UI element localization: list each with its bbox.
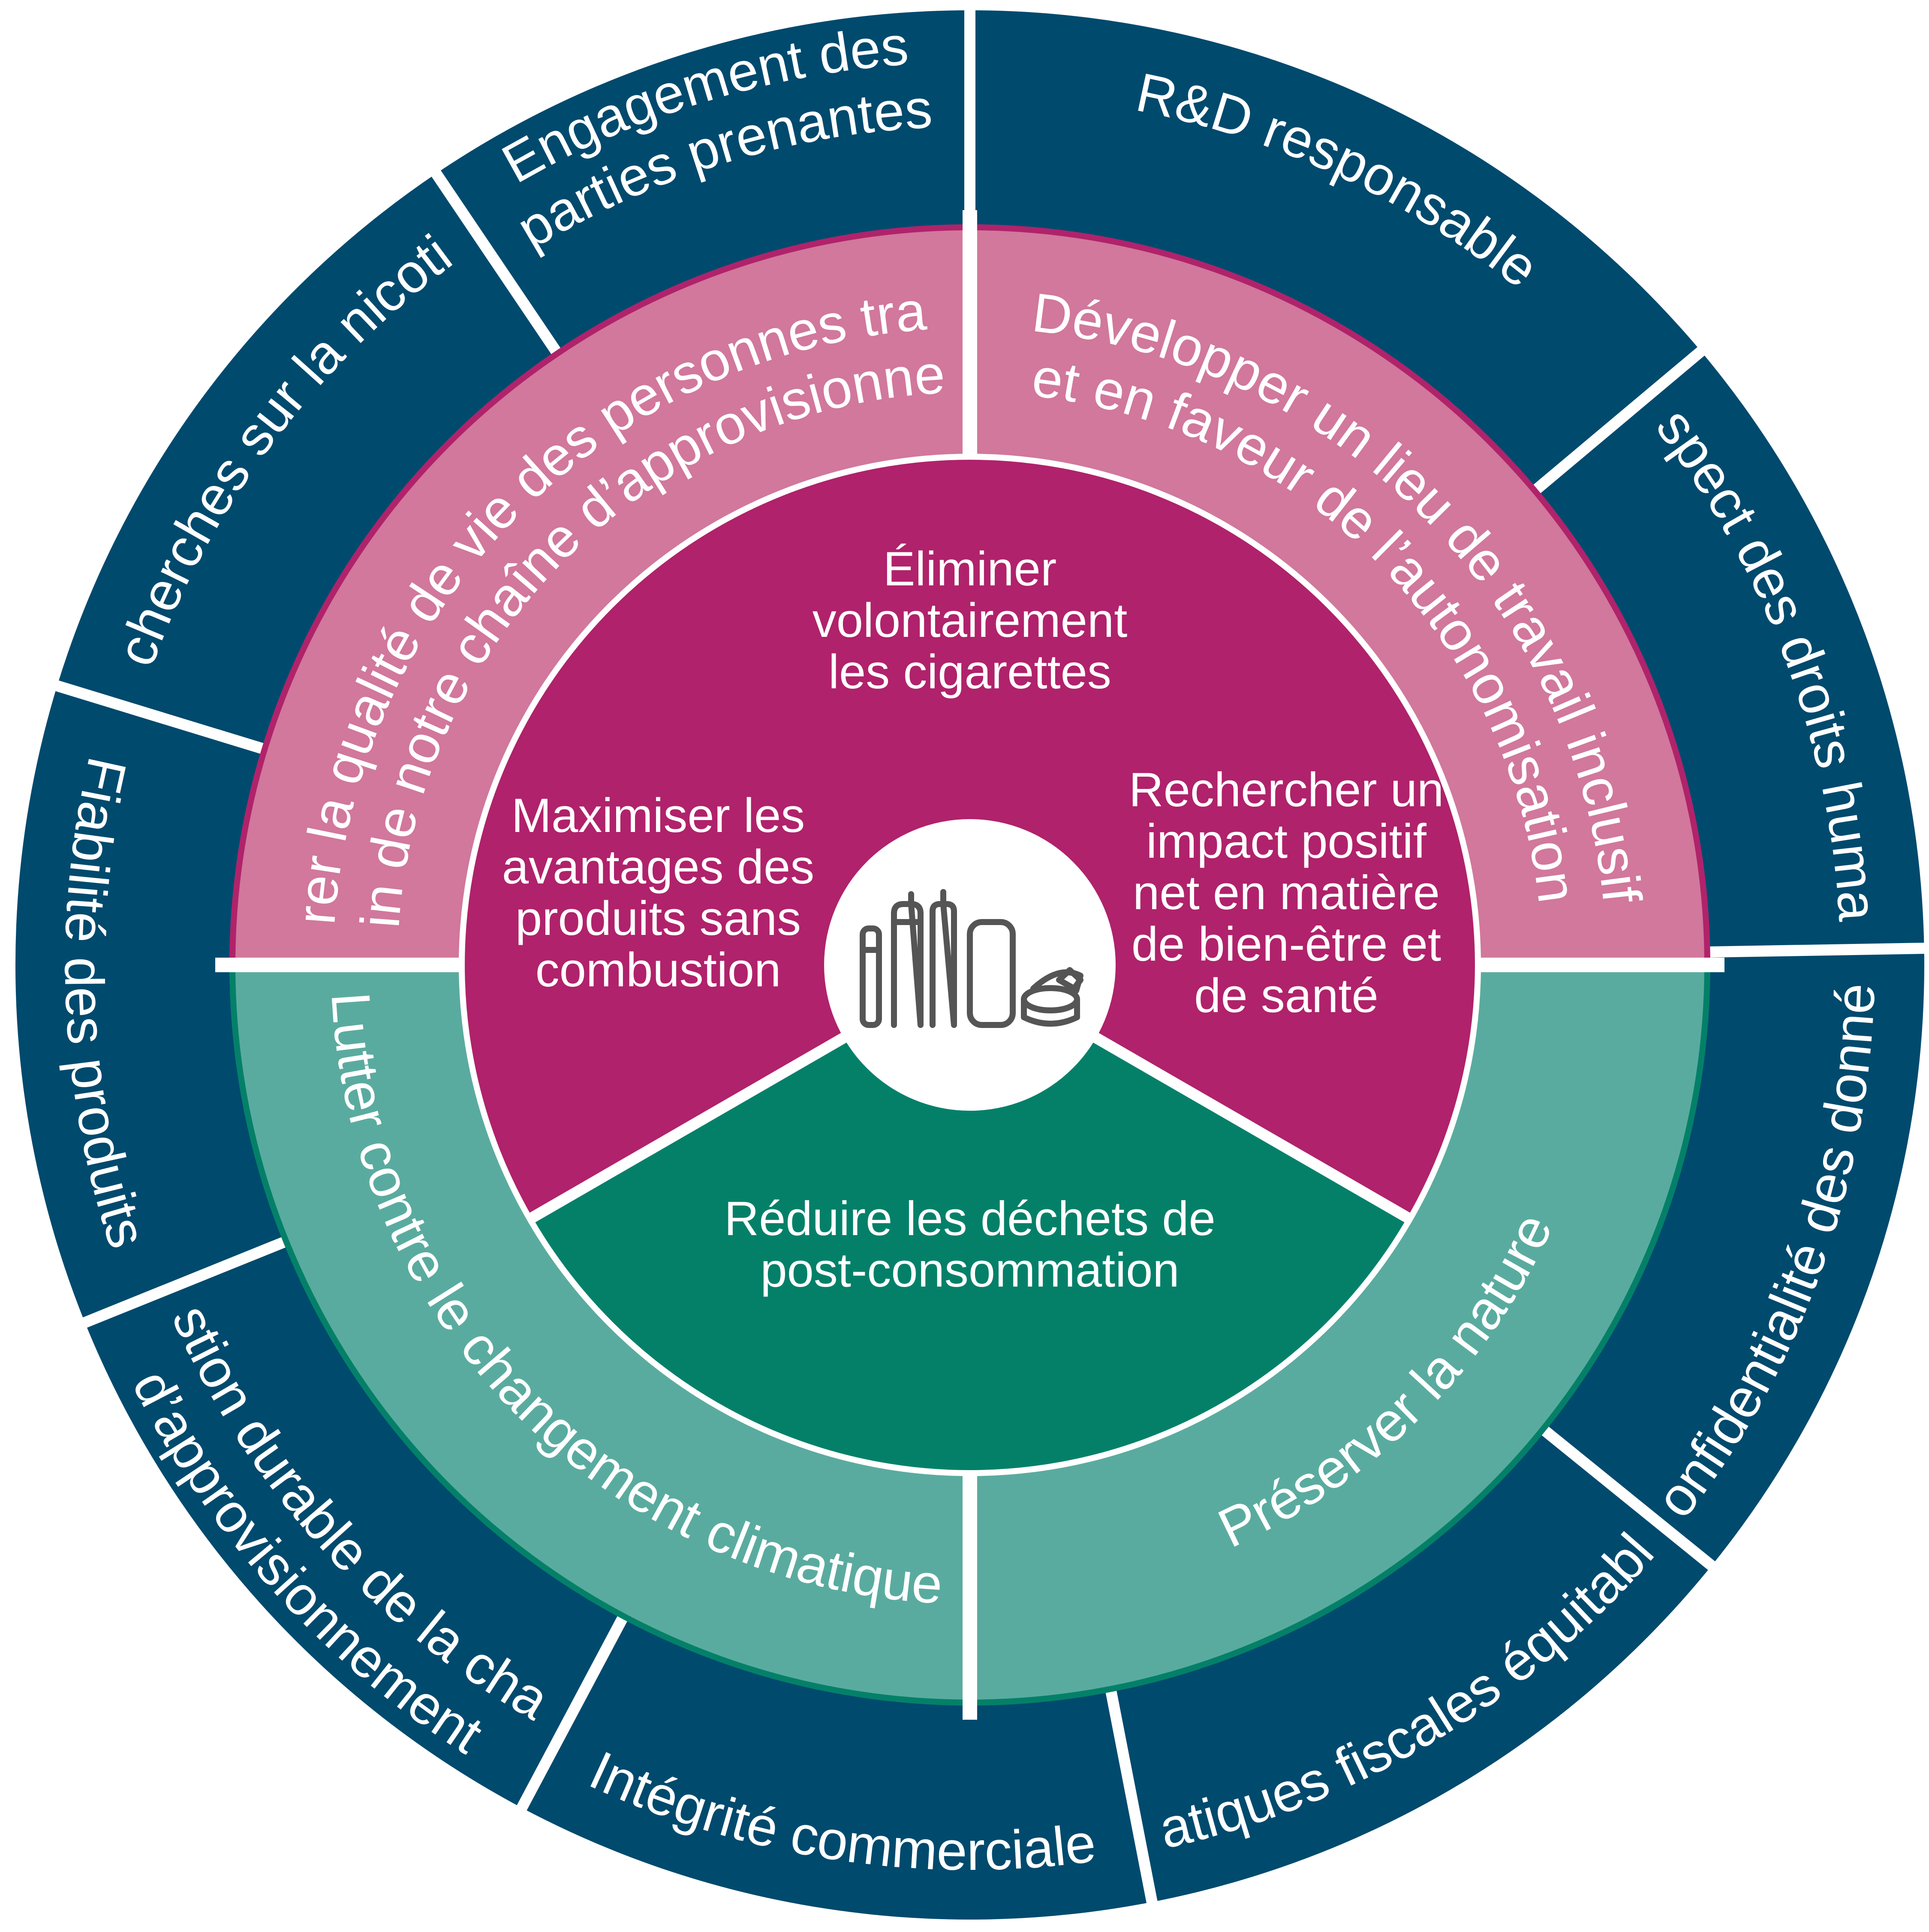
smoke-free-products-icon — [860, 889, 1083, 1028]
inner-label-line: combustion — [536, 943, 781, 997]
outer-separator — [1526, 1414, 1717, 1572]
outer-separator — [516, 1598, 637, 1812]
outer-segment-shape — [436, 10, 970, 389]
inner-label-line: Réduire les déchets de — [724, 1192, 1216, 1245]
inner-label-line: Maximiser les — [512, 789, 805, 842]
outer-separator — [430, 169, 572, 371]
pod-device-icon — [891, 891, 924, 1028]
stick-icon — [860, 925, 882, 1028]
inner-label-line: de santé — [1194, 969, 1378, 1022]
outer-separator — [1518, 345, 1706, 506]
heated-device-icon — [967, 919, 1016, 1028]
vape-pen-icon — [930, 889, 957, 1028]
inner-label-line: Éliminer — [883, 542, 1057, 596]
inner-label-line: produits sans — [515, 892, 801, 945]
inner-label-line: volontairement — [813, 594, 1128, 647]
inner-label-line: post-consommation — [760, 1243, 1179, 1297]
center-hub — [824, 819, 1116, 1111]
inner-label-line: Rechercher un — [1129, 763, 1444, 817]
outer-separator — [1690, 943, 1926, 958]
inner-ring-border — [459, 454, 1481, 1476]
inner-label-line: les cigarettes — [828, 645, 1111, 699]
outer-separator — [1101, 1671, 1158, 1905]
outer-segment-shape — [85, 1225, 644, 1808]
inner-label-line: de bien-être et — [1132, 917, 1441, 971]
inner-label-line: avantages des — [502, 840, 815, 894]
inner-label-line: impact positif — [1146, 814, 1426, 868]
outer-segment-shape — [1509, 948, 1925, 1566]
outer-segment-shape — [1102, 1402, 1712, 1902]
outer-separator — [81, 1230, 304, 1329]
outer-segment-shape — [970, 10, 1701, 518]
outer-segment-shape — [1502, 351, 1924, 953]
outer-separator — [53, 680, 283, 760]
outer-segment-shape — [57, 173, 582, 762]
inner-label-line: net en matière — [1133, 866, 1440, 919]
